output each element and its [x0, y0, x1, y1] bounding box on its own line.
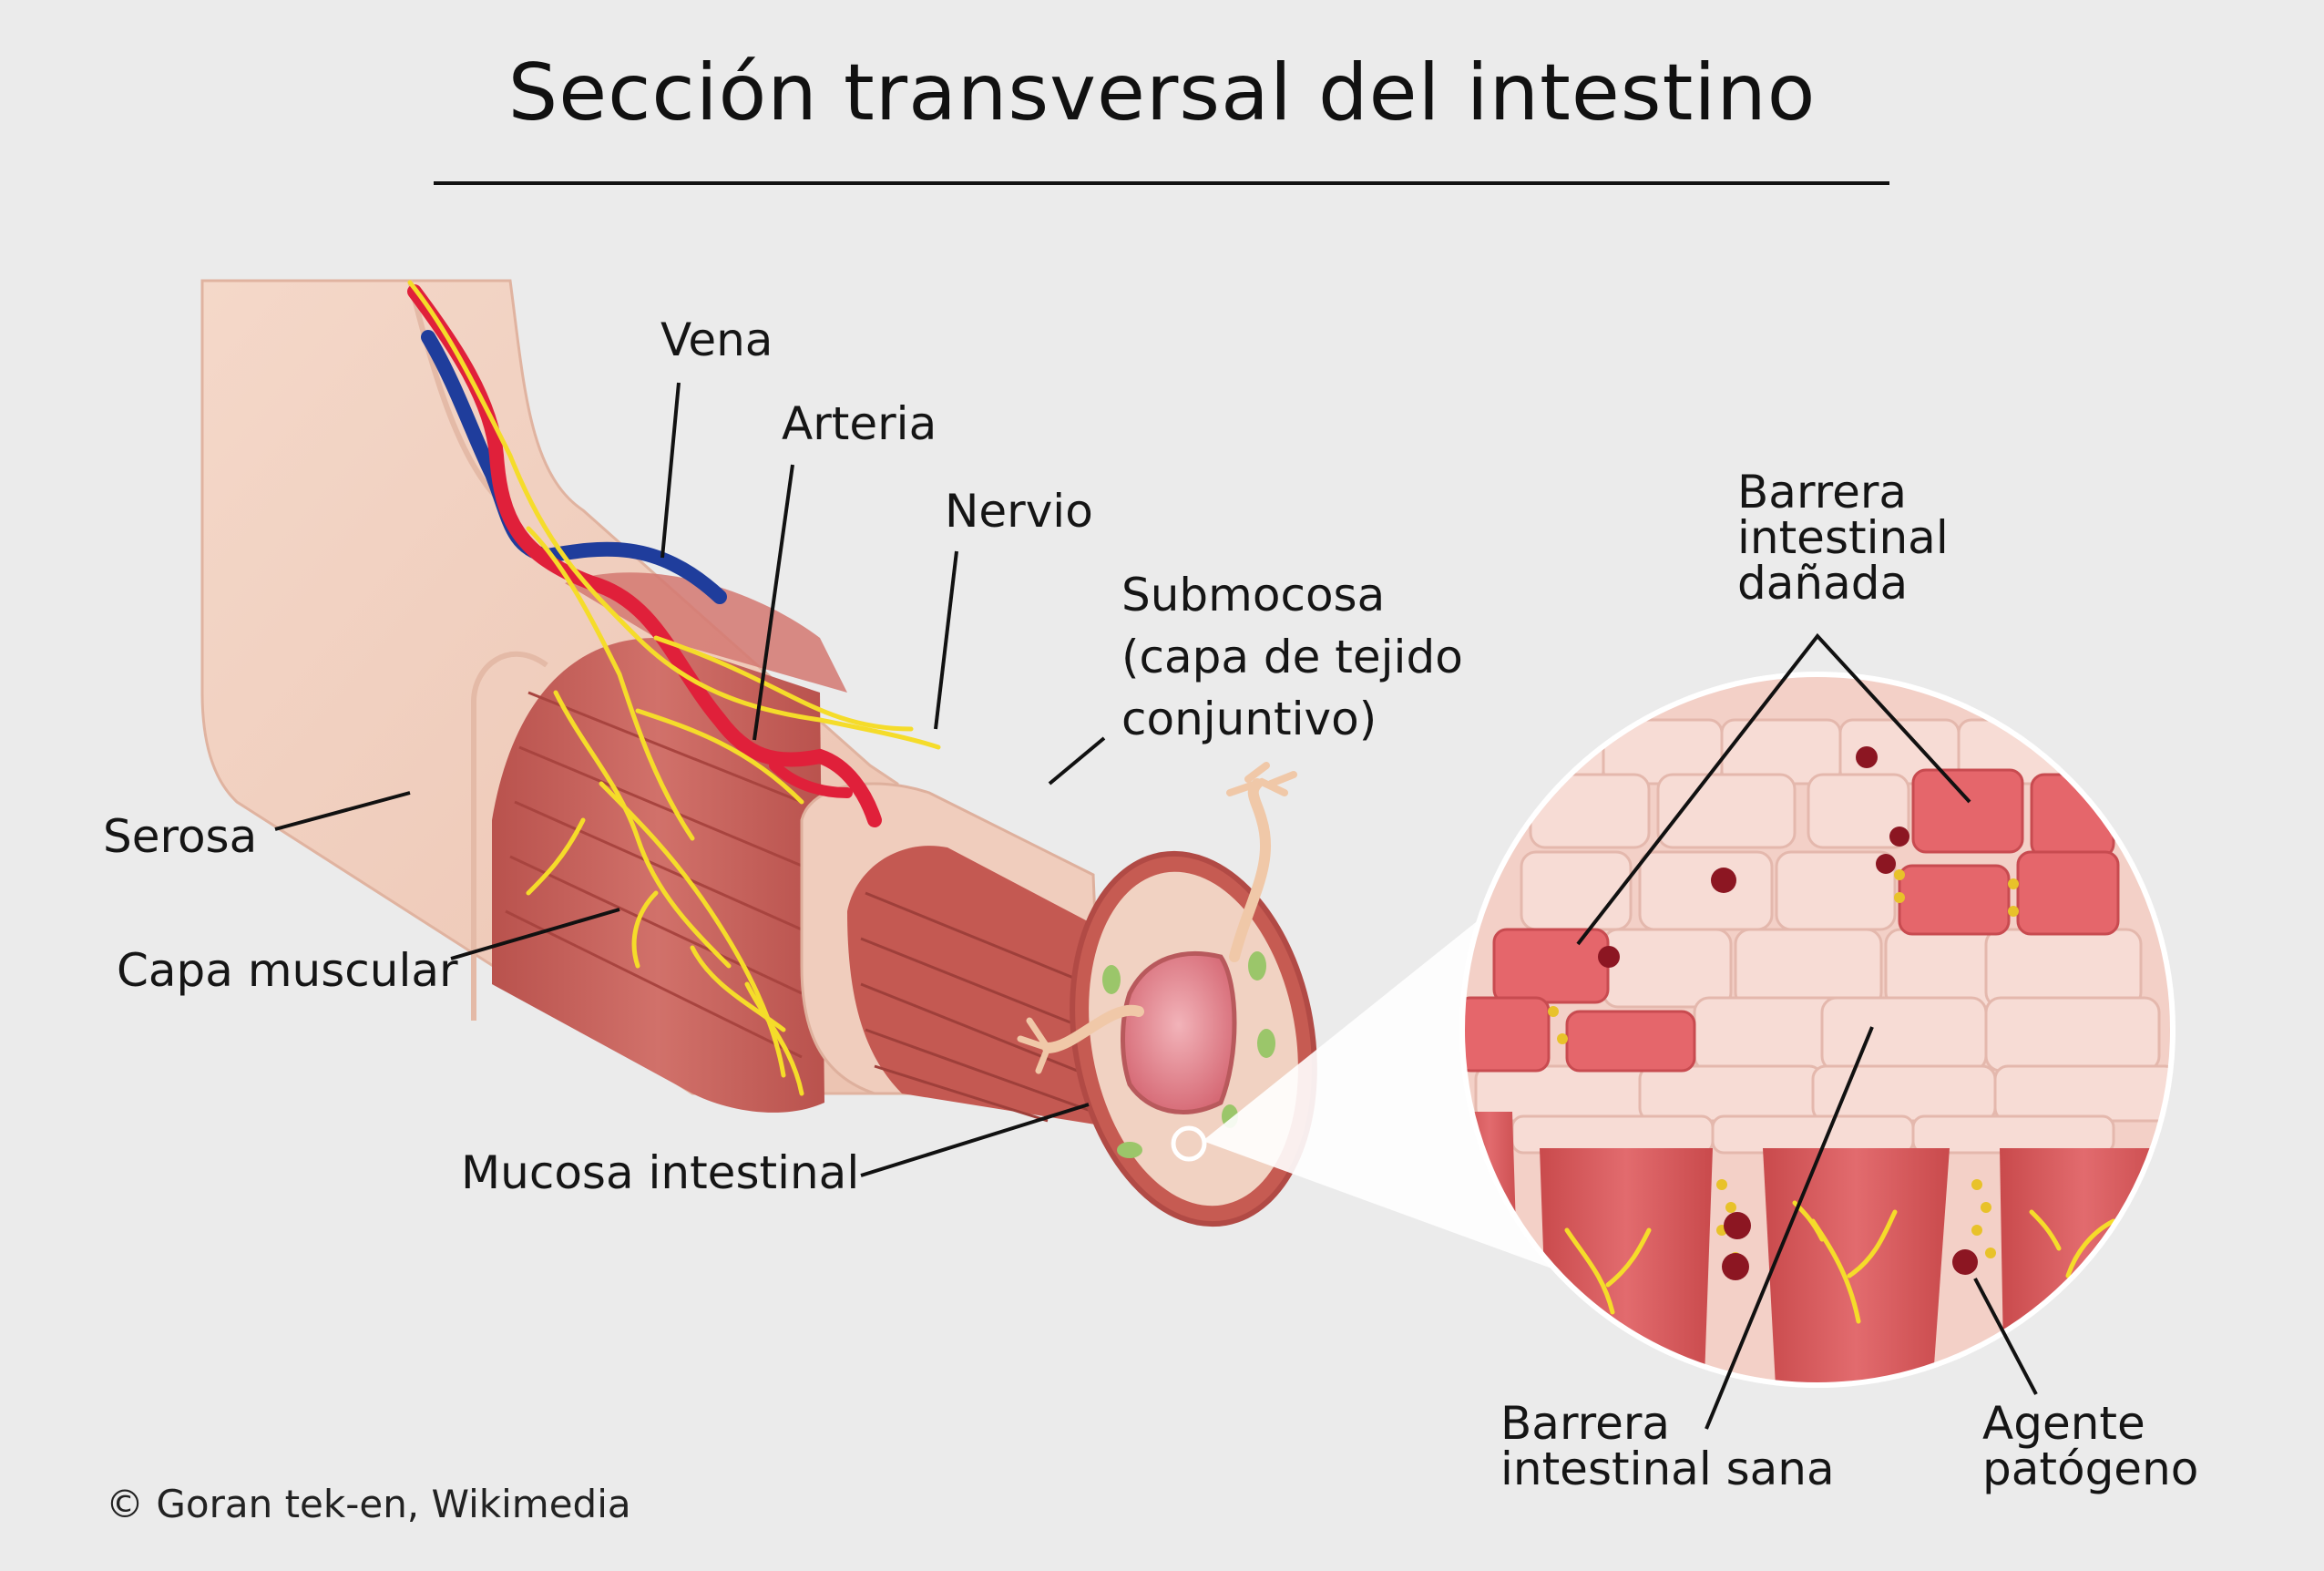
label-barrera-danada: Barrera intestinal dañada: [1737, 469, 1949, 606]
barrera-sana-leader: [1705, 1026, 1874, 1430]
label-submucosa-line2: (capa de tejido: [1121, 631, 1463, 683]
agente-leader: [1973, 1278, 2038, 1395]
submucosa-leader: [1048, 736, 1106, 786]
label-agente-line2: patógeno: [1982, 1443, 2199, 1495]
label-nervio: Nervio: [945, 485, 1093, 538]
arteria-leader: [752, 464, 794, 741]
mucosa-leader: [860, 1103, 1090, 1177]
serosa-leader: [274, 791, 411, 831]
page-title: Sección transversal del intestino: [507, 47, 1817, 139]
label-vena: Vena: [660, 313, 773, 366]
artery-vessel: [407, 284, 882, 827]
label-barrera-danada-line1: Barrera: [1737, 466, 1908, 519]
leader-lines: [274, 382, 1106, 1177]
label-submucosa-line3: conjuntivo): [1121, 693, 1377, 745]
label-barrera-sana: Barrera intestinal sana: [1500, 1401, 1835, 1492]
label-barrera-danada-line3: dañada: [1737, 557, 1909, 610]
nerve-fibers: [407, 280, 941, 1096]
label-barrera-danada-line2: intestinal: [1737, 511, 1949, 564]
blood-vessels: [407, 284, 882, 827]
label-barrera-sana-line2: intestinal sana: [1500, 1443, 1835, 1495]
capa-muscular-leader: [450, 908, 620, 960]
label-agente-line1: Agente: [1982, 1397, 2145, 1450]
image-credit: © Goran tek-en, Wikimedia: [106, 1482, 631, 1526]
vena-leader: [660, 382, 681, 559]
label-mucosa: Mucosa intestinal: [461, 1146, 860, 1199]
barrera-danada-leader: [1576, 632, 1971, 946]
label-barrera-sana-line1: Barrera: [1500, 1397, 1671, 1450]
label-serosa: Serosa: [103, 810, 258, 863]
zoom-spot: [1171, 1125, 1207, 1162]
label-arteria: Arteria: [782, 397, 937, 450]
zoom-leader-lines: [1576, 632, 2038, 1430]
label-capa-muscular: Capa muscular: [117, 944, 458, 997]
nervio-leader: [934, 550, 958, 730]
label-agente: Agente patógeno: [1982, 1401, 2198, 1492]
label-submucosa: Submocosa (capa de tejido conjuntivo): [1121, 572, 1463, 742]
title-underline: [434, 181, 1889, 185]
zoom-circle-border: [1459, 672, 2176, 1388]
label-submucosa-line1: Submocosa: [1121, 569, 1386, 621]
